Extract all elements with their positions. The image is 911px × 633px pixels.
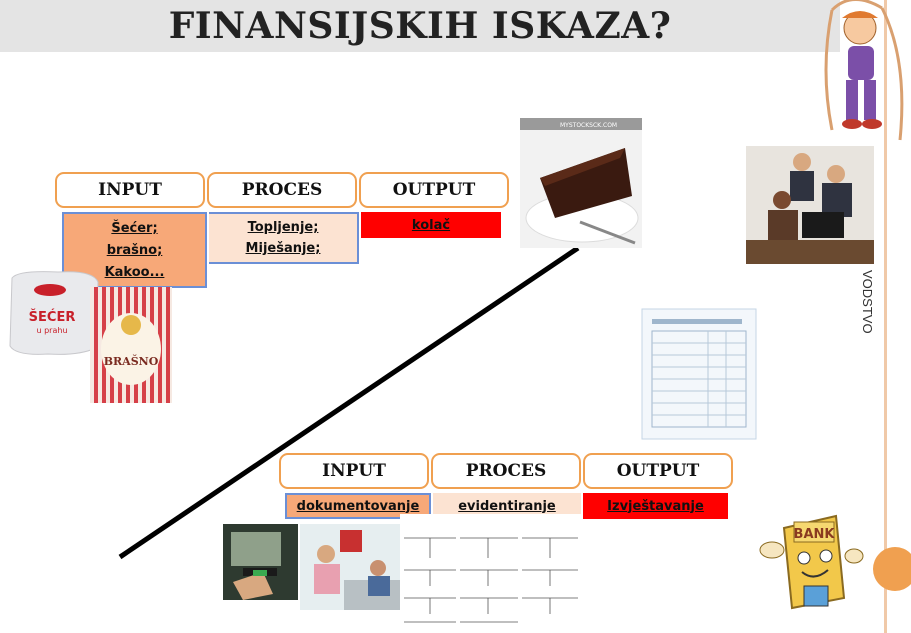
financial-statement-image xyxy=(638,305,760,443)
cake-watermark: MYSTOCKSCK.COM xyxy=(560,122,617,129)
top-proces-header: PROCES xyxy=(207,172,357,208)
shop-cashier-image xyxy=(300,524,400,610)
side-divider xyxy=(884,0,887,633)
bottom-proces-header: PROCES xyxy=(431,453,581,489)
top-output-header-label: OUTPUT xyxy=(392,180,476,200)
bottom-proces-item: evidentiranje xyxy=(458,498,556,514)
bottom-output-item: Izvještavanje xyxy=(607,498,704,514)
atm-image xyxy=(223,524,298,600)
bottom-output-cell: Izvještavanje xyxy=(583,493,728,519)
bottom-output-header-label: OUTPUT xyxy=(616,461,700,481)
bottom-proces-header-label: PROCES xyxy=(465,461,547,481)
sugar-package-image: ŠEĆER u prahu xyxy=(8,268,100,358)
girl-cartoon-image xyxy=(812,0,911,150)
top-proces-cell: Topljenje; Miješanje; xyxy=(209,212,359,264)
top-input-header: INPUT xyxy=(55,172,205,208)
output-item-kolac: kolač xyxy=(411,217,451,233)
top-proces-header-label: PROCES xyxy=(241,180,323,200)
office-people-image xyxy=(746,146,874,264)
proces-item-topljenje: Topljenje; xyxy=(247,220,319,235)
input-item-brasno: brašno; xyxy=(106,242,163,258)
bottom-output-header: OUTPUT xyxy=(583,453,733,489)
bottom-input-header-label: INPUT xyxy=(322,461,386,481)
flour-label: BRAŠNO xyxy=(104,354,159,368)
flour-package-image: BRAŠNO xyxy=(86,285,176,405)
top-input-header-label: INPUT xyxy=(98,180,162,200)
bank-sign: BANK xyxy=(794,527,836,542)
accounting-ledger-image xyxy=(400,514,582,632)
sugar-sublabel: u prahu xyxy=(36,326,67,335)
top-output-cell: kolač xyxy=(361,212,501,238)
proces-item-mijesanje: Miješanje; xyxy=(245,241,321,256)
side-text: VODSTVO xyxy=(860,270,875,334)
bank-cartoon-image: BANK xyxy=(754,508,864,623)
top-output-header: OUTPUT xyxy=(359,172,509,208)
slide-title: FINANSIJSKIH ISKAZA? xyxy=(168,5,672,47)
slide-number-circle xyxy=(873,547,911,591)
bottom-input-item: dokumentovanje xyxy=(296,498,420,514)
input-item-kakao: Kakoo... xyxy=(104,264,165,280)
sugar-label: ŠEĆER xyxy=(29,309,76,325)
title-bar xyxy=(0,0,840,52)
input-item-secer: Šećer; xyxy=(111,220,158,236)
bottom-input-header: INPUT xyxy=(279,453,429,489)
cake-image: MYSTOCKSCK.COM xyxy=(520,118,642,248)
